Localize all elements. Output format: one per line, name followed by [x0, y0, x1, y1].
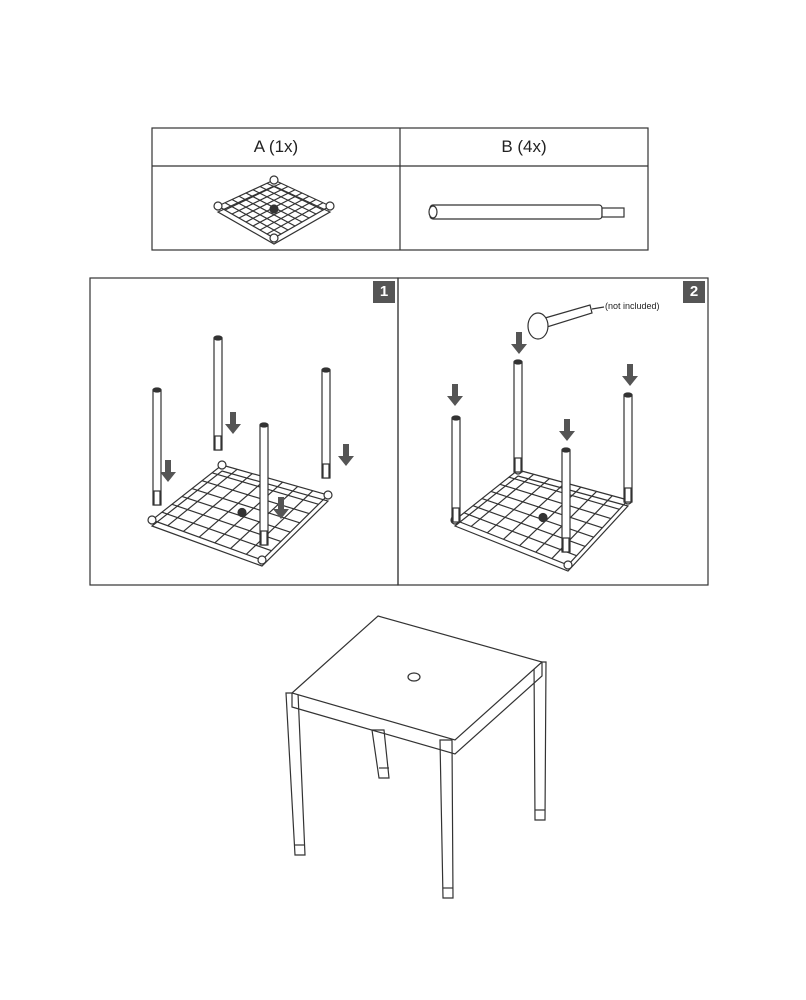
mallet-handle: [544, 304, 593, 328]
leg-end-cap: [213, 335, 223, 341]
step-2-down-arrow-icon: [447, 384, 463, 406]
leg-peg: [214, 435, 222, 451]
base-grid-line: [481, 498, 594, 538]
leg-tube: [152, 389, 162, 506]
base-corner-socket: [563, 560, 573, 570]
table-leg: [533, 661, 547, 821]
part-b-leg-icon: [428, 204, 625, 220]
step-1-down-arrow-icon: [338, 444, 354, 466]
step-2-panel: [397, 277, 709, 586]
leg-tube: [451, 417, 461, 523]
base-grid-line: [490, 490, 603, 529]
leg-peg: [601, 207, 625, 218]
leg-tube: [623, 394, 633, 503]
leg-peg: [322, 463, 330, 479]
step-1-leg: [321, 367, 331, 479]
base-corner-socket: [213, 201, 223, 211]
step-2-down-arrow-icon: [511, 332, 527, 354]
step-2-leg: [561, 447, 571, 553]
base-grid-line: [183, 473, 253, 532]
table-leg: [285, 692, 306, 856]
base-center-hole: [269, 204, 279, 214]
base-corner-socket: [269, 175, 279, 185]
leg-peg: [514, 457, 522, 473]
step-2-leg: [451, 415, 461, 523]
step-1-leg: [152, 387, 162, 506]
part-a-base-icon: [213, 175, 335, 245]
step-1-down-arrow-icon: [225, 412, 241, 434]
base-grid-line: [499, 483, 612, 520]
base-grid-line: [519, 486, 582, 547]
leg-end-cap: [321, 367, 331, 373]
assembled-table: [285, 615, 547, 899]
base-grid-line: [167, 468, 238, 527]
base-grid-line: [486, 478, 550, 534]
leg-peg: [624, 487, 632, 503]
leg-tube: [429, 204, 603, 220]
table-leg: [371, 729, 390, 779]
leg-end-cap: [451, 415, 461, 421]
leg-peg: [452, 507, 460, 523]
leg-end-cap: [561, 447, 571, 453]
leg-tube: [259, 424, 269, 546]
base-grid-line: [245, 490, 314, 555]
leg-end-cap: [513, 359, 523, 365]
base-grid-line: [503, 482, 566, 540]
step-1-down-arrow-icon: [160, 460, 176, 482]
step-2-leg: [623, 392, 633, 503]
leg-peg: [260, 530, 268, 546]
base-grid-line: [266, 202, 324, 235]
step-1-leg: [259, 422, 269, 546]
base-grid-line: [470, 473, 535, 527]
base-corner-socket: [217, 460, 227, 470]
step-1-down-arrow-icon: [273, 497, 289, 519]
base-corner-socket: [147, 515, 157, 525]
leg-tube: [561, 449, 571, 553]
step-2-base: [450, 465, 633, 572]
base-corner-socket: [325, 201, 335, 211]
base-grid-line: [463, 512, 577, 557]
step-1-leg: [213, 335, 223, 451]
mallet-not-included-note: (not included): [605, 301, 660, 311]
base-grid-line: [198, 477, 268, 538]
step-2-badge: 2: [683, 281, 705, 303]
base-grid-line: [266, 182, 324, 211]
step-2-down-arrow-icon: [559, 419, 575, 441]
step-2-leg: [513, 359, 523, 473]
base-frame-edge: [216, 185, 332, 245]
part-a-label: A (1x): [253, 137, 299, 156]
base-grid-line: [252, 189, 310, 219]
base-grid-line: [201, 480, 310, 515]
base-grid-line: [259, 198, 317, 231]
base-corner-socket: [323, 490, 333, 500]
base-grid-line: [259, 185, 317, 215]
mallet-icon: [527, 304, 593, 340]
base-grid-line: [214, 481, 283, 544]
leg-end-cap: [152, 387, 162, 393]
mallet-head: [527, 312, 549, 340]
leg-end-cap: [623, 392, 633, 398]
base-center-hole: [237, 507, 247, 518]
step-1-badge: 1: [373, 281, 395, 303]
leg-tube: [513, 361, 523, 473]
base-corner-socket: [257, 555, 267, 565]
step-2-down-arrow-icon: [622, 364, 638, 386]
base-grid-line: [161, 511, 272, 552]
base-center-hole: [538, 512, 548, 523]
leg-end-cap: [428, 205, 438, 219]
step-1-base: [147, 460, 333, 567]
table-leg: [439, 739, 454, 899]
table-top-edge: [291, 662, 543, 755]
leg-tube: [213, 337, 223, 451]
part-b-label: B (4x): [501, 137, 547, 156]
base-grid-line: [181, 495, 291, 533]
base-grid-line: [252, 195, 310, 227]
leg-end-cap: [259, 422, 269, 428]
leg-peg: [562, 537, 570, 553]
leg-tube: [321, 369, 331, 479]
umbrella-hole: [407, 672, 421, 682]
base-corner-socket: [269, 233, 279, 243]
note-leader-line: [591, 306, 605, 310]
leg-peg: [153, 490, 161, 506]
